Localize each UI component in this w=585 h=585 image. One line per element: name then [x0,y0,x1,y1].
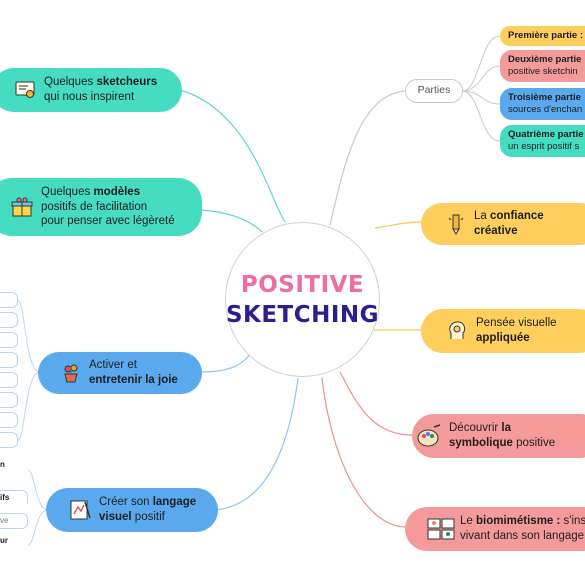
branch-symbolique[interactable]: Découvrir la symbolique positive [412,414,585,458]
joie-leaf[interactable] [0,372,18,388]
pencil-icon [445,213,467,235]
branch-parties[interactable]: Parties [405,79,463,103]
branch-joie[interactable]: Activer et entretenir la joie [38,352,202,394]
central-topic[interactable]: POSITIVE SKETCHING [225,222,380,377]
drawing-tablet-icon [68,498,92,522]
joie-leaf[interactable] [0,412,18,428]
nature-cards-icon [427,517,455,541]
branch-biomimetisme[interactable]: Le biomimétisme : s'insp vivant dans son… [405,507,585,551]
gift-box-icon [10,195,34,219]
branch-sketcheurs[interactable]: Quelques sketcheurs qui nous inspirent [0,68,182,112]
central-title-line2: SKETCHING [225,301,380,328]
branch-confiance[interactable]: La confiance créative [421,203,585,245]
langage-leaf[interactable]: ifs [0,490,28,504]
branch-langage[interactable]: Créer son langage visuel positif [46,488,218,532]
joie-leaf[interactable] [0,312,18,328]
branch-pensee[interactable]: Pensée visuelle appliquée [421,309,585,353]
branch-modeles[interactable]: Quelques modèles positifs de facilitatio… [0,178,202,236]
head-bulb-icon [445,319,469,343]
central-title-line1: POSITIVE [240,271,365,298]
plant-pot-icon [60,362,82,384]
certificate-icon [14,79,36,101]
joie-leaf[interactable] [0,332,18,348]
joie-leaf[interactable] [0,352,18,368]
langage-leaf[interactable]: n [0,460,5,469]
joie-leaf[interactable] [0,392,18,408]
partie-1[interactable]: Première partie : [500,26,585,46]
paint-palette-icon [416,423,442,449]
langage-leaf[interactable]: ve [0,513,28,529]
langage-leaf[interactable]: ur [0,536,8,545]
joie-leaf[interactable] [0,292,18,308]
joie-leaf[interactable] [0,432,18,448]
